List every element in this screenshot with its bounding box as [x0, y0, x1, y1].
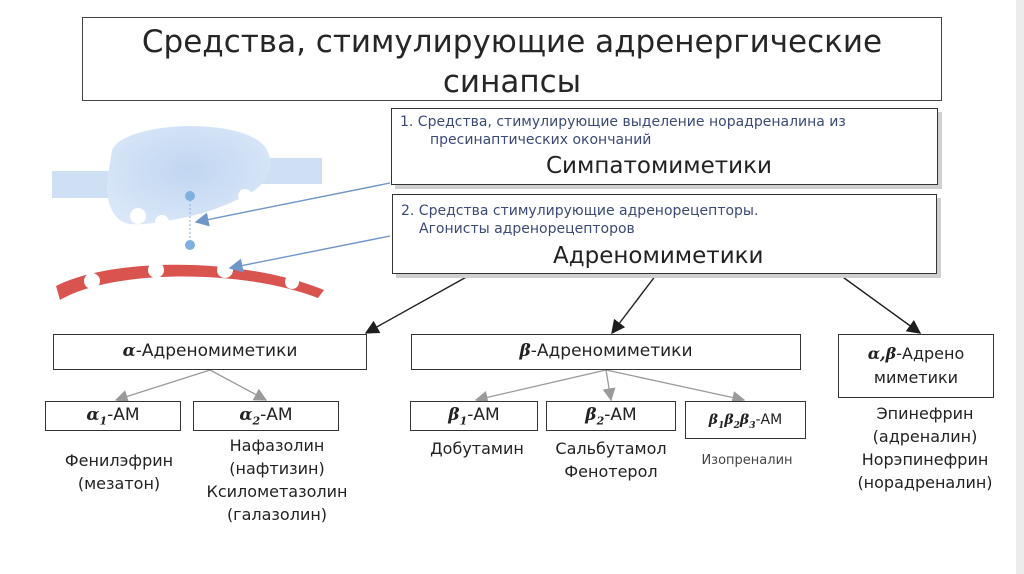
release-pit-1: [130, 208, 146, 224]
alpha-adrenomimetics-box: α-Адреномиметики: [53, 334, 367, 370]
alpha-beta-label-1: -Адрено: [896, 344, 965, 363]
drug-item: (галазолин): [226, 505, 328, 524]
alpha-label: -Адреномиметики: [135, 341, 298, 361]
drug-item: Фенилэфрин: [64, 451, 174, 470]
release-pit-3: [238, 189, 252, 203]
arrow-to-a1: [114, 369, 211, 403]
group2-name: Адреномиметики: [553, 243, 764, 269]
release-pit-2: [155, 215, 169, 229]
presynaptic-terminal: [52, 126, 322, 250]
drug-item: (норадреналин): [857, 473, 993, 492]
receptor-site-4: [285, 275, 299, 289]
axon-left: [52, 171, 114, 198]
beta-symbol: β: [519, 341, 531, 361]
beta1-drug-list: Добутамин: [415, 437, 539, 460]
alpha-beta-label-2: миметики: [873, 368, 959, 387]
drug-item: Сальбутамол: [555, 439, 667, 458]
alpha1-subscript: 1: [99, 414, 108, 428]
beta1-subscript: 1: [459, 414, 468, 428]
alpha1-symbol: α: [86, 405, 100, 425]
alpha1-drug-list: Фенилэфрин (мезатон): [44, 449, 194, 495]
title-line-1: Средства, стимулирующие адренергические: [141, 24, 883, 60]
drug-item: (мезатон): [77, 474, 161, 493]
beta123-symbol-2: β: [724, 412, 734, 428]
arrow-to-a2: [209, 369, 268, 401]
receptor-site-3: [217, 262, 233, 278]
beta1-label: -АМ: [467, 405, 500, 425]
drug-item: (адреналин): [872, 427, 978, 446]
beta2-am-box: β2-АМ: [546, 401, 676, 431]
beta1-symbol: β: [448, 405, 460, 425]
terminal-body: [106, 126, 271, 225]
group1-desc-line-2: пресинаптических окончаний: [430, 132, 652, 148]
receptor-site-1: [84, 273, 100, 289]
drug-item: Добутамин: [430, 439, 524, 458]
receptor-site-2: [148, 262, 164, 278]
beta123-sub-1: 1: [718, 420, 725, 431]
title-line-2: синапсы: [442, 64, 582, 100]
beta123-sub-3: 3: [749, 420, 756, 431]
beta2-subscript: 2: [596, 414, 605, 428]
adrenomimetics-box: 2. Средства стимулирующие адренорецептор…: [392, 194, 937, 274]
alpha1-label: -АМ: [107, 405, 140, 425]
drug-item: Изопреналин: [701, 453, 793, 468]
pointer-arrow-receptor: [228, 235, 391, 273]
alpha2-am-box: α2-АМ: [193, 401, 339, 431]
alpha2-label: -АМ: [260, 405, 293, 425]
title-box: Средства, стимулирующие адренергические …: [82, 17, 942, 101]
beta123-sub-2: 2: [733, 420, 740, 431]
beta-label: -Адреномиметики: [530, 341, 693, 361]
beta2-drug-list: Сальбутамол Фенотерол: [540, 437, 682, 483]
arrow-to-alpha-beta: [839, 274, 922, 334]
beta123-drug-list: Изопреналин: [682, 449, 812, 472]
beta123-label: -АМ: [755, 412, 783, 428]
alpha2-subscript: 2: [252, 414, 261, 428]
drug-item: Норэпинефрин: [861, 450, 989, 469]
arrow-to-b1: [474, 369, 607, 404]
vesicle-1: [185, 191, 195, 201]
group1-name: Симпатомиметики: [546, 153, 772, 179]
alpha-beta-drug-list: Эпинефрин (адреналин) Норэпинефрин (нора…: [835, 402, 1015, 494]
group1-desc-line-1: 1. Средства, стимулирующие выделение нор…: [400, 114, 846, 130]
beta2-symbol: β: [585, 405, 597, 425]
alpha-symbol: α: [122, 341, 136, 361]
arrow-to-beta: [611, 274, 657, 335]
beta123-am-box: β1β2β3-АМ: [685, 401, 806, 439]
membrane-band: [56, 264, 324, 300]
alpha2-symbol: α: [239, 405, 253, 425]
arrow-to-b2: [602, 369, 616, 402]
drug-item: Эпинефрин: [876, 404, 974, 423]
postsynaptic-membrane: [56, 262, 324, 300]
group2-desc-line-1: 2. Средства стимулирующие адренорецептор…: [401, 203, 759, 219]
pointer-arrow-release: [194, 182, 391, 227]
drug-item: Нафазолин: [229, 436, 325, 455]
alpha2-drug-list: Нафазолин (нафтизин) Ксилометазолин (гал…: [188, 434, 366, 526]
alpha-beta-symbol: α,β: [867, 344, 897, 363]
beta123-symbol-1: β: [708, 412, 719, 428]
arrow-to-b123: [605, 369, 746, 404]
drug-item: Ксилометазолин: [206, 482, 348, 501]
beta-adrenomimetics-box: β-Адреномиметики: [411, 334, 801, 370]
arrow-to-alpha: [364, 274, 471, 334]
alpha-beta-adrenomimetics-box: α,β-Адрено миметики: [838, 334, 994, 398]
drug-item: Фенотерол: [564, 462, 658, 481]
alpha1-am-box: α1-АМ: [45, 401, 181, 431]
beta123-symbol-3: β: [739, 412, 750, 428]
sympathomimetics-box: 1. Средства, стимулирующие выделение нор…: [391, 108, 938, 185]
drug-item: (нафтизин): [229, 459, 325, 478]
group2-desc-line-2: Агонисты адренорецепторов: [419, 221, 635, 237]
beta1-am-box: β1-АМ: [410, 401, 538, 431]
beta2-label: -АМ: [604, 405, 637, 425]
vesicle-2: [185, 240, 195, 250]
